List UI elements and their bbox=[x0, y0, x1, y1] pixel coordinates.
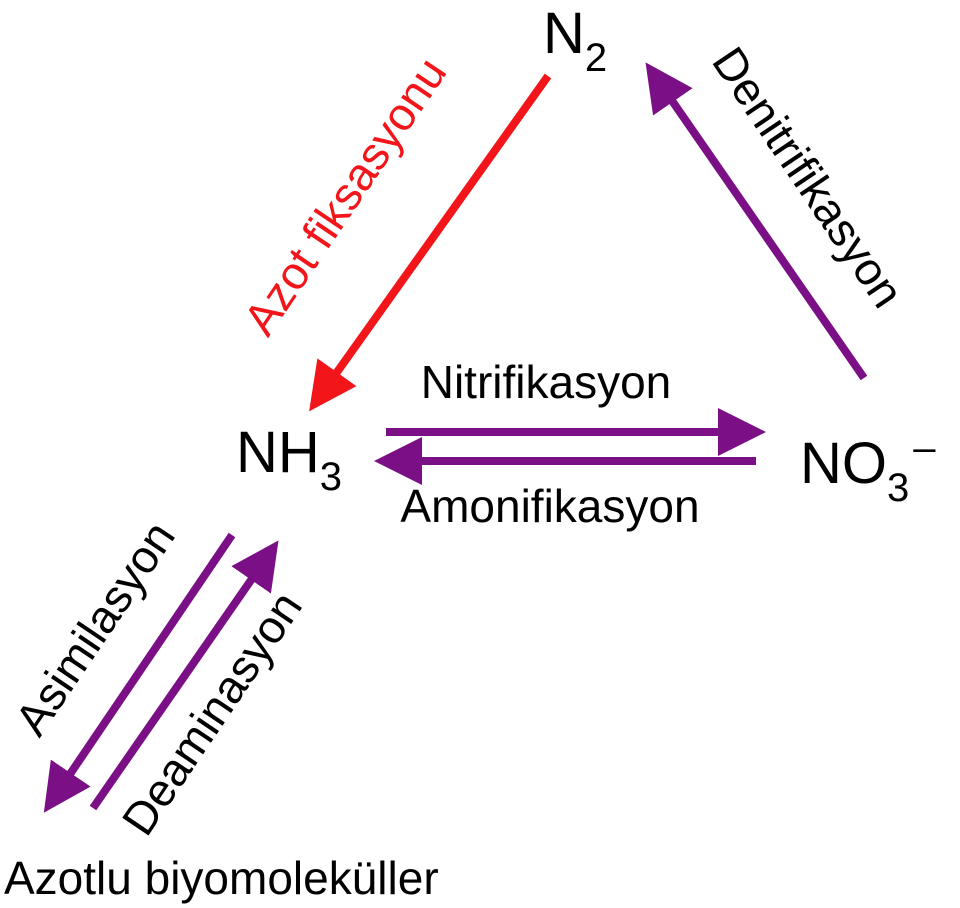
n2-subscript: 2 bbox=[585, 36, 607, 80]
nh3-node: NH3 bbox=[236, 420, 342, 499]
biomolecules-node: Azotlu biyomoleküller bbox=[4, 852, 439, 904]
n2-node: N2 bbox=[543, 1, 607, 80]
denitrifikasyon-label: Denitrifikasyon bbox=[702, 37, 914, 316]
deaminasyon-label: Deaminasyon bbox=[112, 582, 312, 844]
nitrifikasyon-label: Nitrifikasyon bbox=[421, 356, 672, 408]
no3-subscript: 3 bbox=[887, 466, 909, 510]
denitrifikasyon-arrow bbox=[645, 62, 868, 381]
azot-fiksasyonu-label: Azot fiksasyonu bbox=[233, 48, 456, 344]
n2-main: N bbox=[543, 1, 585, 66]
amonifikasyon-label: Amonifikasyon bbox=[400, 480, 699, 532]
no3-node: NO3– bbox=[800, 426, 936, 510]
nh3-main: NH bbox=[236, 420, 320, 485]
asimilasyon-arrow bbox=[43, 532, 236, 813]
deaminasyon-arrow bbox=[89, 540, 279, 811]
nh3-subscript: 3 bbox=[320, 455, 342, 499]
no3-main: NO bbox=[800, 431, 887, 496]
azot-fiksasyonu-arrow bbox=[309, 73, 552, 412]
no3-superscript: – bbox=[913, 426, 936, 470]
